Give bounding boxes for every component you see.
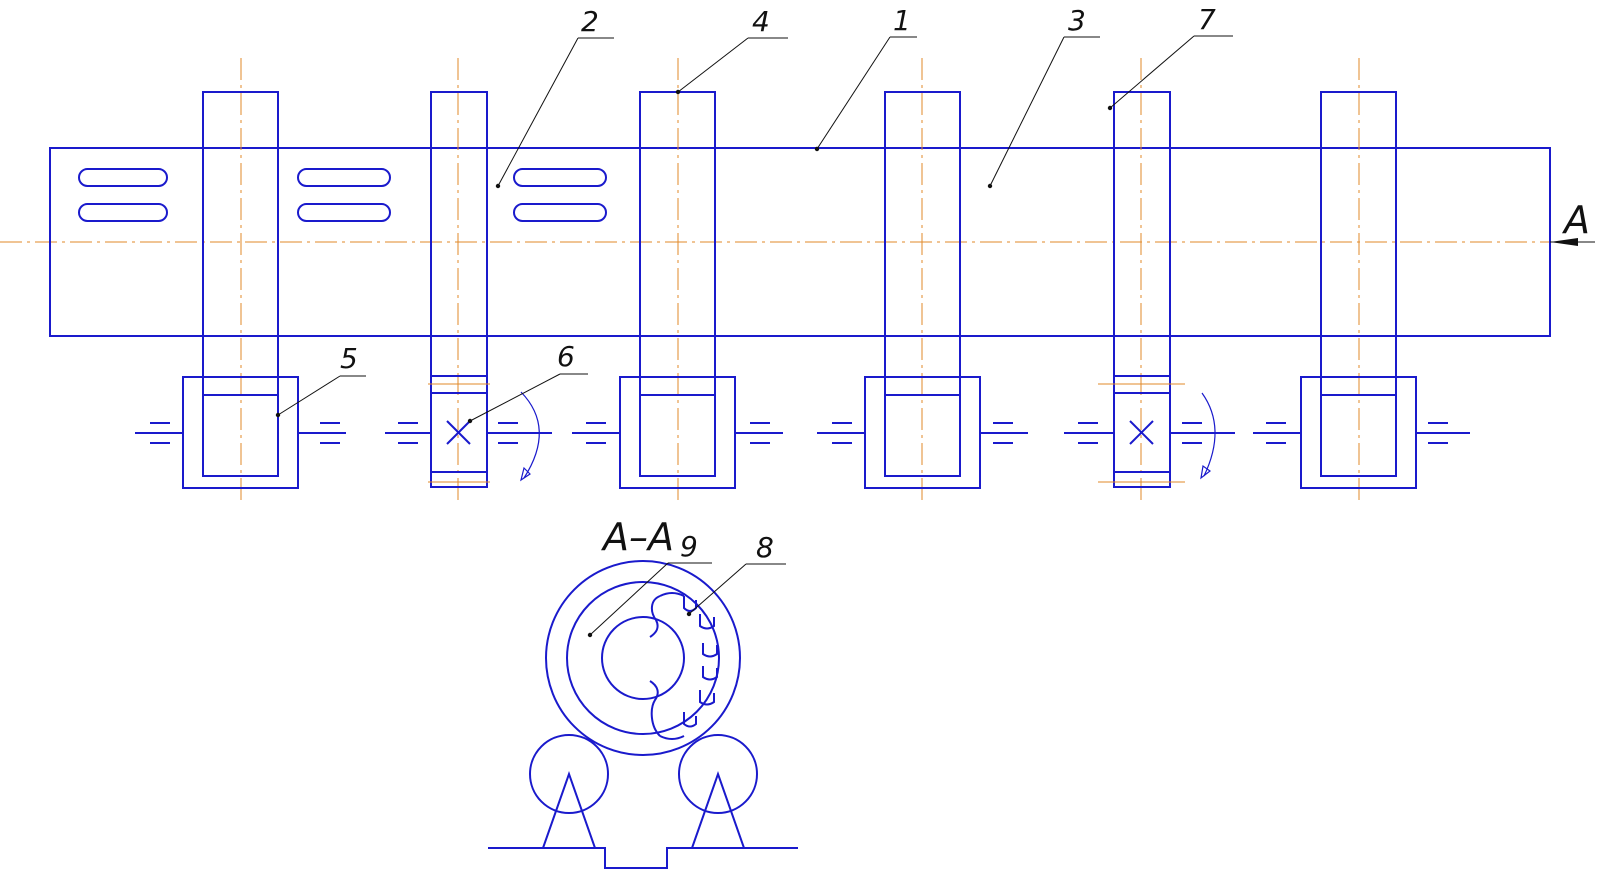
outer-ring [545, 560, 741, 756]
view-arrow-a: A [1550, 198, 1595, 246]
ring-bands [202, 91, 1397, 488]
drum-slots [78, 168, 607, 222]
callout-7: 7 [1198, 3, 1216, 36]
drive-rollers [385, 375, 1235, 483]
stand-left [542, 770, 596, 849]
ring-axes [240, 58, 1360, 505]
callout-9: 9 [680, 530, 698, 563]
callout-8: 8 [756, 531, 774, 564]
callout-5: 5 [340, 342, 358, 375]
support-wheel-left [529, 734, 609, 814]
callout-4: 4 [752, 5, 770, 38]
drum-shell [566, 581, 720, 735]
section-title: A–A [600, 515, 674, 559]
view-marker-a: A [1561, 198, 1590, 242]
stand-right [691, 770, 745, 849]
support-rollers [135, 376, 1470, 489]
callout-1: 1 [893, 4, 911, 37]
callouts-main: 1 2 3 4 7 5 [275, 3, 1233, 424]
teeth [683, 596, 718, 728]
main-view: A 1 2 3 4 7 [0, 3, 1595, 505]
inner-bore [601, 616, 685, 700]
toothed-profile [649, 595, 661, 737]
base-line [488, 847, 798, 869]
callout-6: 6 [557, 340, 575, 373]
callout-2: 2 [581, 5, 599, 38]
section-view: A–A 9 8 [488, 515, 798, 869]
support-wheel-right [678, 734, 758, 814]
rotation-arrow-2 [1200, 392, 1216, 480]
callout-3: 3 [1068, 4, 1086, 37]
rotation-arrow-1 [520, 391, 540, 482]
